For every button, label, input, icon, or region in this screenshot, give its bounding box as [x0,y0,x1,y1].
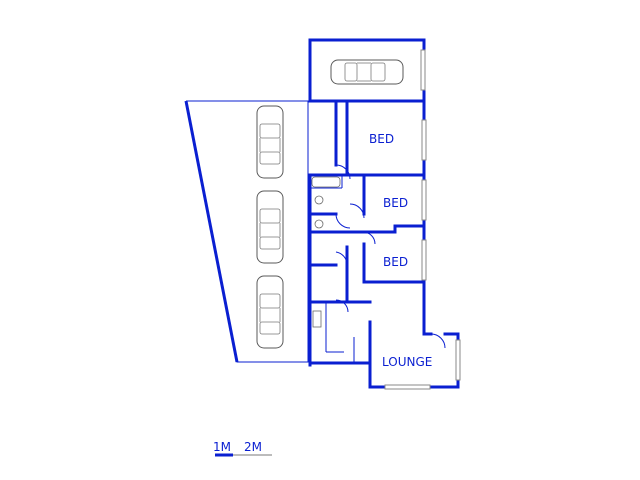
scale-label-2m: 2M [244,440,262,454]
room-label-bed: BED [383,196,408,210]
car-icon [330,59,404,85]
toilet-icon [314,219,324,229]
scale-label-1m: 1M [213,440,231,454]
car-icon [256,275,284,349]
garage [308,38,426,103]
windows [384,119,461,390]
scale-bar: 1M 2M [213,440,272,457]
room-label-lounge: LOUNGE [382,355,432,369]
toilet-icon [314,195,324,205]
car-icon [256,105,284,179]
interior-details [310,175,355,362]
bathtub-icon [311,176,341,188]
room-label-bed: BED [383,255,408,269]
sink-icon [312,310,322,328]
door-swings [335,164,446,349]
carport-outline [184,100,309,363]
room-label-bed: BED [369,132,394,146]
car-icon [256,190,284,264]
bath-fixtures [311,176,341,328]
